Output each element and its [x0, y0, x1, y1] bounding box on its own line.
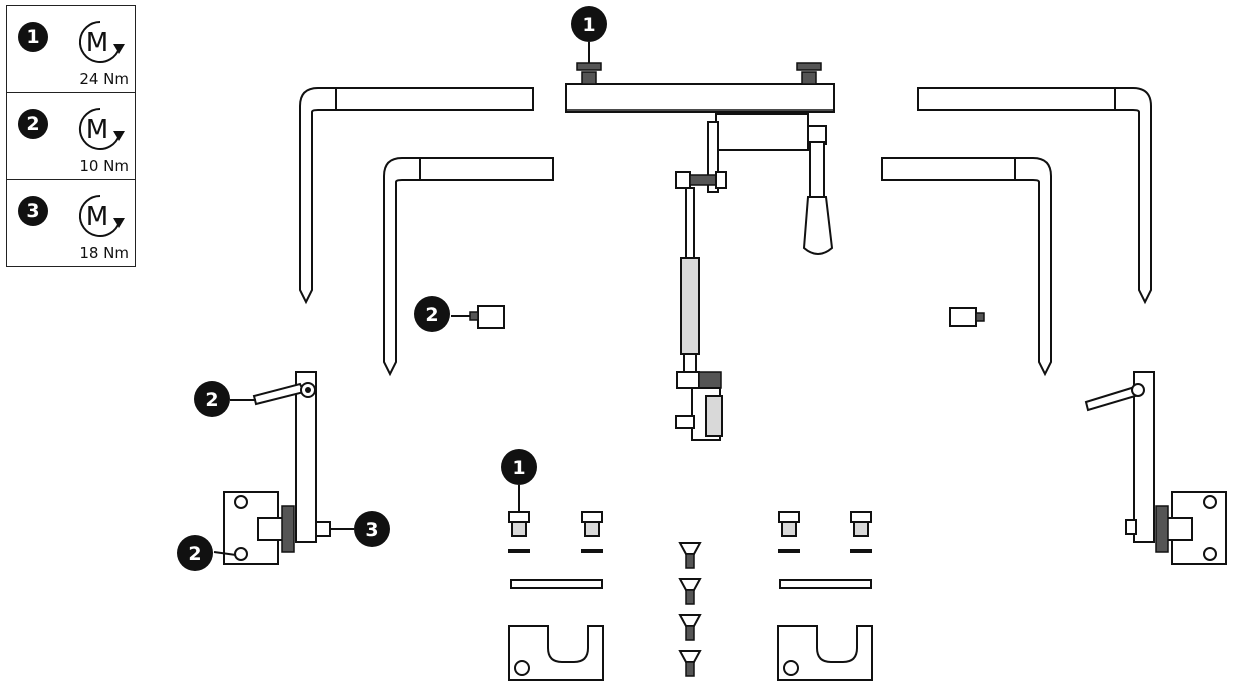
callout-top-clamp: 1 — [571, 6, 607, 42]
callout-left-small-part: 2 — [414, 296, 450, 332]
countersunk-screw — [678, 542, 702, 569]
svg-text:2: 2 — [425, 304, 438, 326]
svg-text:M: M — [86, 115, 108, 145]
svg-text:M: M — [86, 202, 108, 232]
gas-spring — [675, 171, 727, 441]
countersunk-screw — [678, 650, 702, 677]
torque-moment-icon: M — [78, 20, 125, 63]
torque-legend-row-3: 3 M 18 Nm — [6, 179, 136, 267]
callout-bottom-screw: 1 — [501, 449, 537, 485]
left-outer-tube — [299, 87, 534, 305]
legend-number-badge: 3 — [18, 196, 48, 226]
legend-number-badge: 2 — [18, 109, 48, 139]
torque-moment-icon: M — [78, 107, 125, 150]
legend-number-badge: 1 — [18, 22, 48, 52]
torque-value: 24 Nm — [79, 70, 129, 88]
torque-value: 18 Nm — [79, 244, 129, 262]
bolt — [850, 511, 872, 553]
right-side-bracket — [1084, 371, 1227, 565]
callout-leaders — [213, 42, 590, 556]
left-plate — [508, 625, 604, 681]
left-strip — [510, 579, 603, 589]
torque-legend: 1 M 24 Nm 2 M 10 Nm 3 M 18 Nm — [6, 5, 136, 267]
right-outer-tube — [917, 87, 1152, 305]
callout-left-bracket-screw: 2 — [177, 535, 213, 571]
left-small-part — [469, 305, 505, 329]
svg-text:2: 2 — [188, 543, 201, 565]
torque-legend-row-2: 2 M 10 Nm — [6, 92, 136, 180]
left-inner-tube — [383, 157, 554, 377]
svg-text:1: 1 — [582, 14, 595, 36]
svg-text:2: 2 — [205, 389, 218, 411]
right-small-part — [949, 307, 985, 327]
callout-left-knob-bolt: 3 — [354, 511, 390, 547]
bolt — [581, 511, 603, 553]
bolt — [508, 511, 530, 553]
right-inner-tube — [881, 157, 1052, 377]
svg-text:1: 1 — [512, 457, 525, 479]
right-plate — [777, 625, 873, 681]
torque-moment-icon: M — [78, 194, 125, 237]
bolt — [778, 511, 800, 553]
bottom-hardware — [508, 511, 873, 681]
left-side-bracket — [223, 371, 331, 565]
right-strip — [779, 579, 872, 589]
countersunk-screw — [678, 578, 702, 605]
torque-legend-row-1: 1 M 24 Nm — [6, 5, 136, 93]
svg-text:M: M — [86, 28, 108, 58]
svg-text:3: 3 — [365, 519, 378, 541]
center-mount — [707, 113, 834, 255]
top-crossbar — [565, 62, 835, 113]
countersunk-screw — [678, 614, 702, 641]
callout-left-lever: 2 — [194, 381, 230, 417]
torque-value: 10 Nm — [79, 157, 129, 175]
